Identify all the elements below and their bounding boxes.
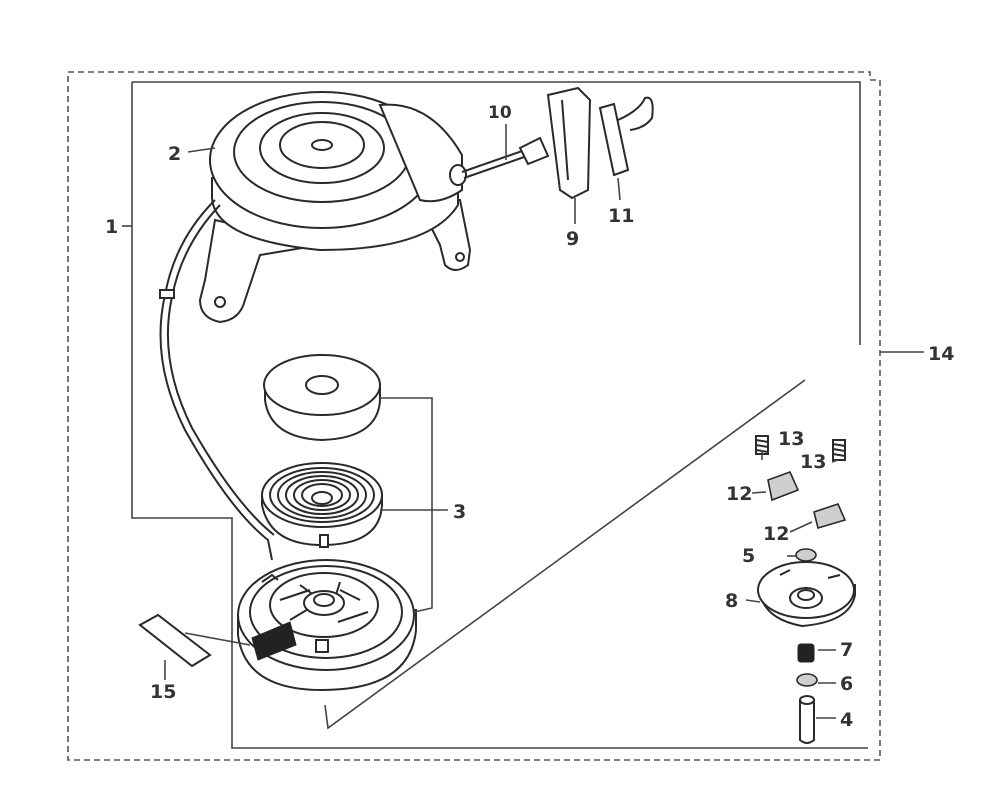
washer-5	[795, 548, 817, 562]
callout-12-upper: 12	[726, 483, 752, 505]
callout-14: 14	[928, 343, 954, 365]
leader-lines	[122, 124, 924, 719]
callout-15: 15	[150, 681, 176, 703]
callout-1: 1	[105, 216, 118, 238]
ratchet-12-upper	[767, 470, 800, 502]
callout-2: 2	[168, 143, 181, 165]
callout-6: 6	[840, 673, 853, 695]
callout-8: 8	[725, 590, 738, 612]
callout-11: 11	[608, 205, 634, 227]
starter-rope	[159, 199, 273, 561]
callout-12-lower: 12	[763, 523, 789, 545]
callout-13-upper: 13	[778, 428, 804, 450]
washer-6	[796, 673, 818, 687]
spring-13-right	[832, 439, 846, 461]
starter-housing	[198, 91, 472, 324]
callout-13-lower: 13	[800, 451, 826, 473]
recoil-spring	[261, 462, 383, 548]
reel-pulley	[237, 559, 417, 692]
callout-7: 7	[840, 639, 853, 661]
washer-plate	[263, 354, 381, 442]
spring-7	[797, 643, 815, 663]
small-parts	[755, 435, 856, 744]
inner-frame	[131, 81, 868, 749]
starter-handle	[461, 86, 654, 200]
callout-5: 5	[742, 545, 755, 567]
spring-13-left	[755, 435, 769, 455]
callout-3: 3	[453, 501, 466, 523]
ratchet-guide-8	[757, 561, 856, 628]
separator-line	[324, 379, 806, 730]
label-sticker	[138, 613, 251, 668]
ratchet-12-lower	[813, 503, 847, 530]
pin-4	[799, 695, 815, 744]
callout-9: 9	[566, 228, 579, 250]
callout-4: 4	[840, 709, 853, 731]
outer-frame	[67, 71, 881, 761]
callout-10: 10	[488, 103, 512, 123]
